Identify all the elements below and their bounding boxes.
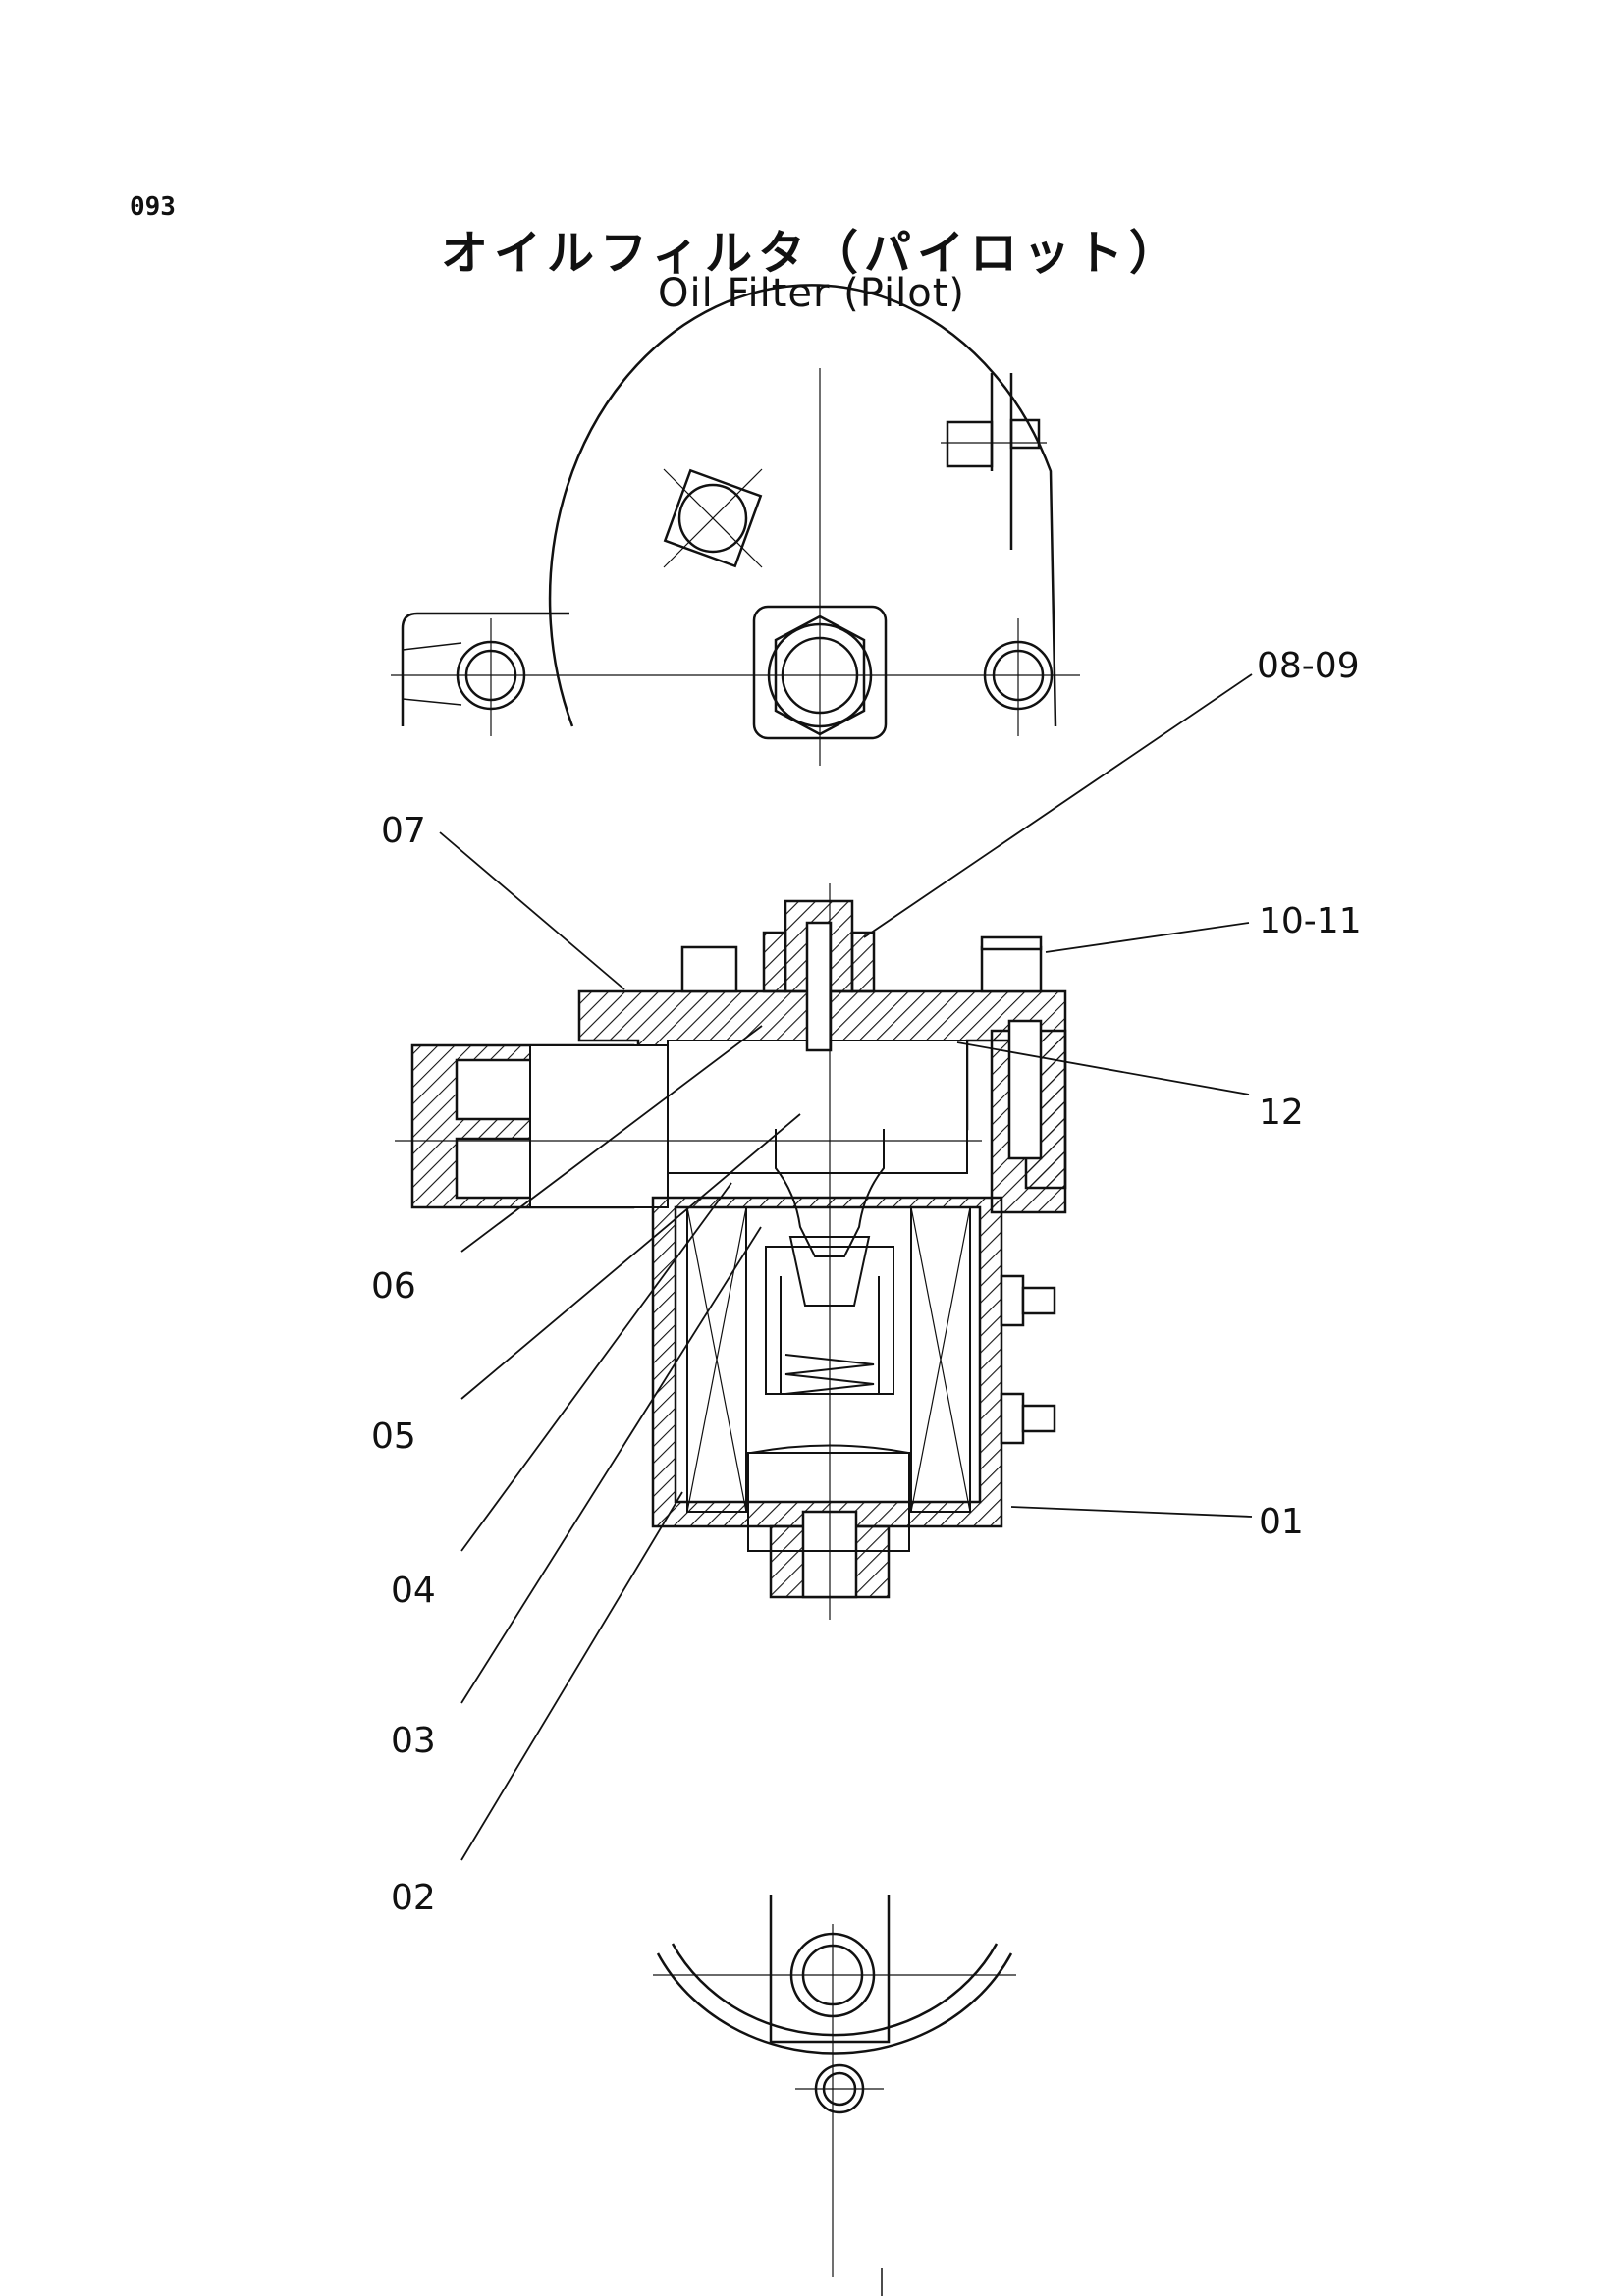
label-08-09: 08-09 xyxy=(1257,646,1360,686)
label-07: 07 xyxy=(381,811,426,851)
label-01: 01 xyxy=(1259,1502,1304,1542)
label-12: 12 xyxy=(1259,1093,1304,1133)
label-10-11: 10-11 xyxy=(1259,901,1362,941)
label-06: 06 xyxy=(371,1266,416,1307)
label-02: 02 xyxy=(391,1878,436,1918)
label-05: 05 xyxy=(371,1416,416,1457)
page-number: 093 xyxy=(130,192,176,222)
label-03: 03 xyxy=(391,1721,436,1761)
leader-lines xyxy=(439,673,1253,1861)
label-04: 04 xyxy=(391,1571,436,1611)
section-view xyxy=(395,883,1067,1620)
title-japanese: オイルフィルタ（パイロット） xyxy=(440,226,1183,281)
top-view xyxy=(391,283,1080,766)
bottom-view xyxy=(653,1895,1016,2277)
